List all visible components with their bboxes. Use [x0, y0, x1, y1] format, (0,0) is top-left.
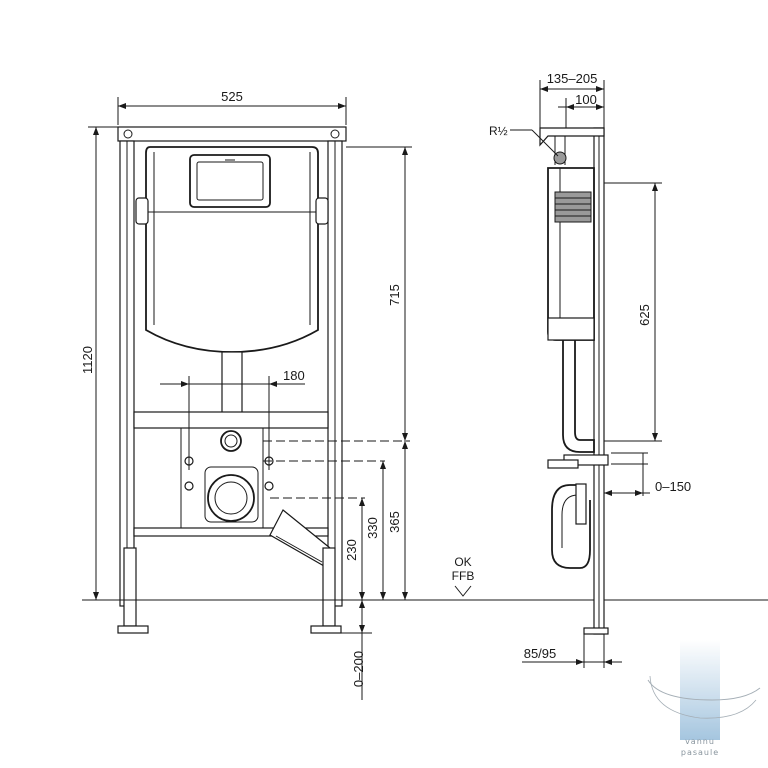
dim-width-label: 525: [221, 89, 243, 104]
dim-leg-adjust-label: 0–200: [351, 651, 366, 687]
dim-depth-fixed: 100: [558, 92, 604, 128]
dim-drain-axis-label: 230: [344, 539, 359, 561]
dim-total-height: 1120: [80, 126, 118, 600]
watermark-bar: [680, 640, 720, 740]
floor-marker-ok: OK: [454, 555, 471, 569]
dim-actuator-height-label: 715: [387, 284, 402, 306]
side-top-bracket: [539, 127, 605, 147]
dim-foot-depth-label: 85/95: [524, 646, 557, 661]
dim-depth-range: 135–205: [539, 71, 605, 128]
drain-outlet-icon: [207, 474, 255, 522]
mid-crossbar: [133, 411, 329, 429]
side-flush-pipe: [562, 340, 595, 453]
bolt-lower-left-icon: [184, 481, 194, 491]
watermark-text-1: vannu: [685, 737, 715, 746]
top-rail: [117, 126, 347, 142]
top-left-bolt-icon: [123, 129, 133, 139]
dim-leg-adjust: 0–200: [341, 600, 372, 700]
dim-depth-range-label: 135–205: [547, 71, 598, 86]
cistern-body: [145, 146, 319, 353]
watermark-logo: vannu pasaule: [647, 640, 761, 757]
left-foot: [117, 625, 149, 634]
dim-bolt-height-label: 330: [365, 517, 380, 539]
dim-drain-height: 365: [387, 441, 408, 600]
side-drain-bend: [551, 484, 591, 569]
left-leg: [123, 547, 137, 627]
float-mechanism: [554, 191, 592, 223]
dim-bolt-spacing: 180: [160, 368, 305, 470]
floor-marker: OK FFB: [452, 555, 475, 597]
water-inlet-label: R½: [489, 124, 559, 157]
right-foot: [310, 625, 342, 634]
top-right-bolt-icon: [330, 129, 340, 139]
dim-side-height: 625: [604, 182, 662, 442]
small-inlet-icon: [220, 430, 242, 452]
dim-pipe-offset: 0–150: [604, 452, 691, 496]
dim-drain-axis: 230: [344, 498, 365, 600]
watermark-swoosh: [647, 679, 761, 701]
dim-bolt-spacing-label: 180: [283, 368, 305, 383]
dim-pipe-offset-label: 0–150: [655, 479, 691, 494]
actuator-plate: [189, 154, 271, 208]
right-leg: [322, 547, 336, 627]
left-clip: [135, 197, 149, 225]
side-view: [539, 127, 609, 635]
water-inlet-text: R½: [489, 124, 508, 138]
dim-depth-fixed-label: 100: [575, 92, 597, 107]
bottom-rail: [133, 527, 329, 537]
watermark-text-2: pasaule: [681, 748, 719, 757]
front-view: [82, 126, 768, 634]
dim-bolt-height: 330: [365, 461, 386, 600]
bolt-lower-right-icon: [264, 481, 274, 491]
flush-pipe: [221, 351, 243, 415]
side-foot: [583, 627, 609, 635]
dim-actuator-height: 715: [346, 146, 412, 441]
right-clip: [315, 197, 329, 225]
dim-drain-height-label: 365: [387, 511, 402, 533]
dim-side-height-label: 625: [637, 304, 652, 326]
dim-foot-depth: 85/95: [522, 634, 622, 668]
dim-total-height-label: 1120: [80, 346, 95, 374]
floor-marker-ffb: FFB: [452, 569, 475, 583]
dim-width: 525: [117, 89, 347, 125]
